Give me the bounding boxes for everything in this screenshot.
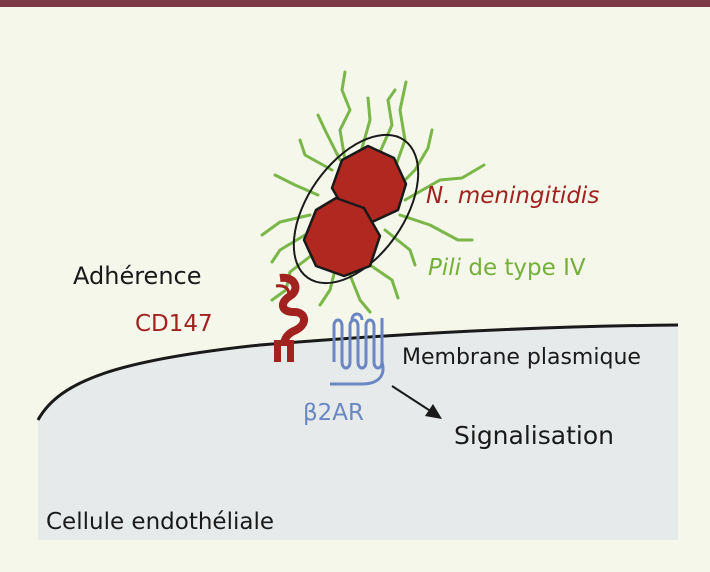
adherence-label: Adhérence bbox=[73, 262, 202, 290]
signaling-label: Signalisation bbox=[454, 421, 614, 450]
b2ar-receptor-icon bbox=[330, 312, 385, 386]
cd147-label: CD147 bbox=[135, 311, 213, 337]
b2ar-label: β2AR bbox=[303, 400, 365, 426]
pili-label-rest: de type IV bbox=[461, 255, 586, 281]
pili-label: Pili de type IV bbox=[428, 255, 586, 281]
cell-label: Cellule endothéliale bbox=[46, 509, 274, 535]
bacterium-label: N. meningitidis bbox=[426, 183, 600, 209]
capsule-outline bbox=[292, 133, 420, 285]
cd147-receptor-icon bbox=[274, 273, 308, 362]
signaling-arrow bbox=[391, 385, 442, 419]
bacterium-cell-lower bbox=[302, 196, 382, 278]
top-bar bbox=[0, 0, 710, 7]
pili-label-italic: Pili bbox=[428, 255, 462, 281]
endothelial-cell bbox=[38, 325, 678, 540]
membrane-label: Membrane plasmique bbox=[402, 345, 641, 370]
